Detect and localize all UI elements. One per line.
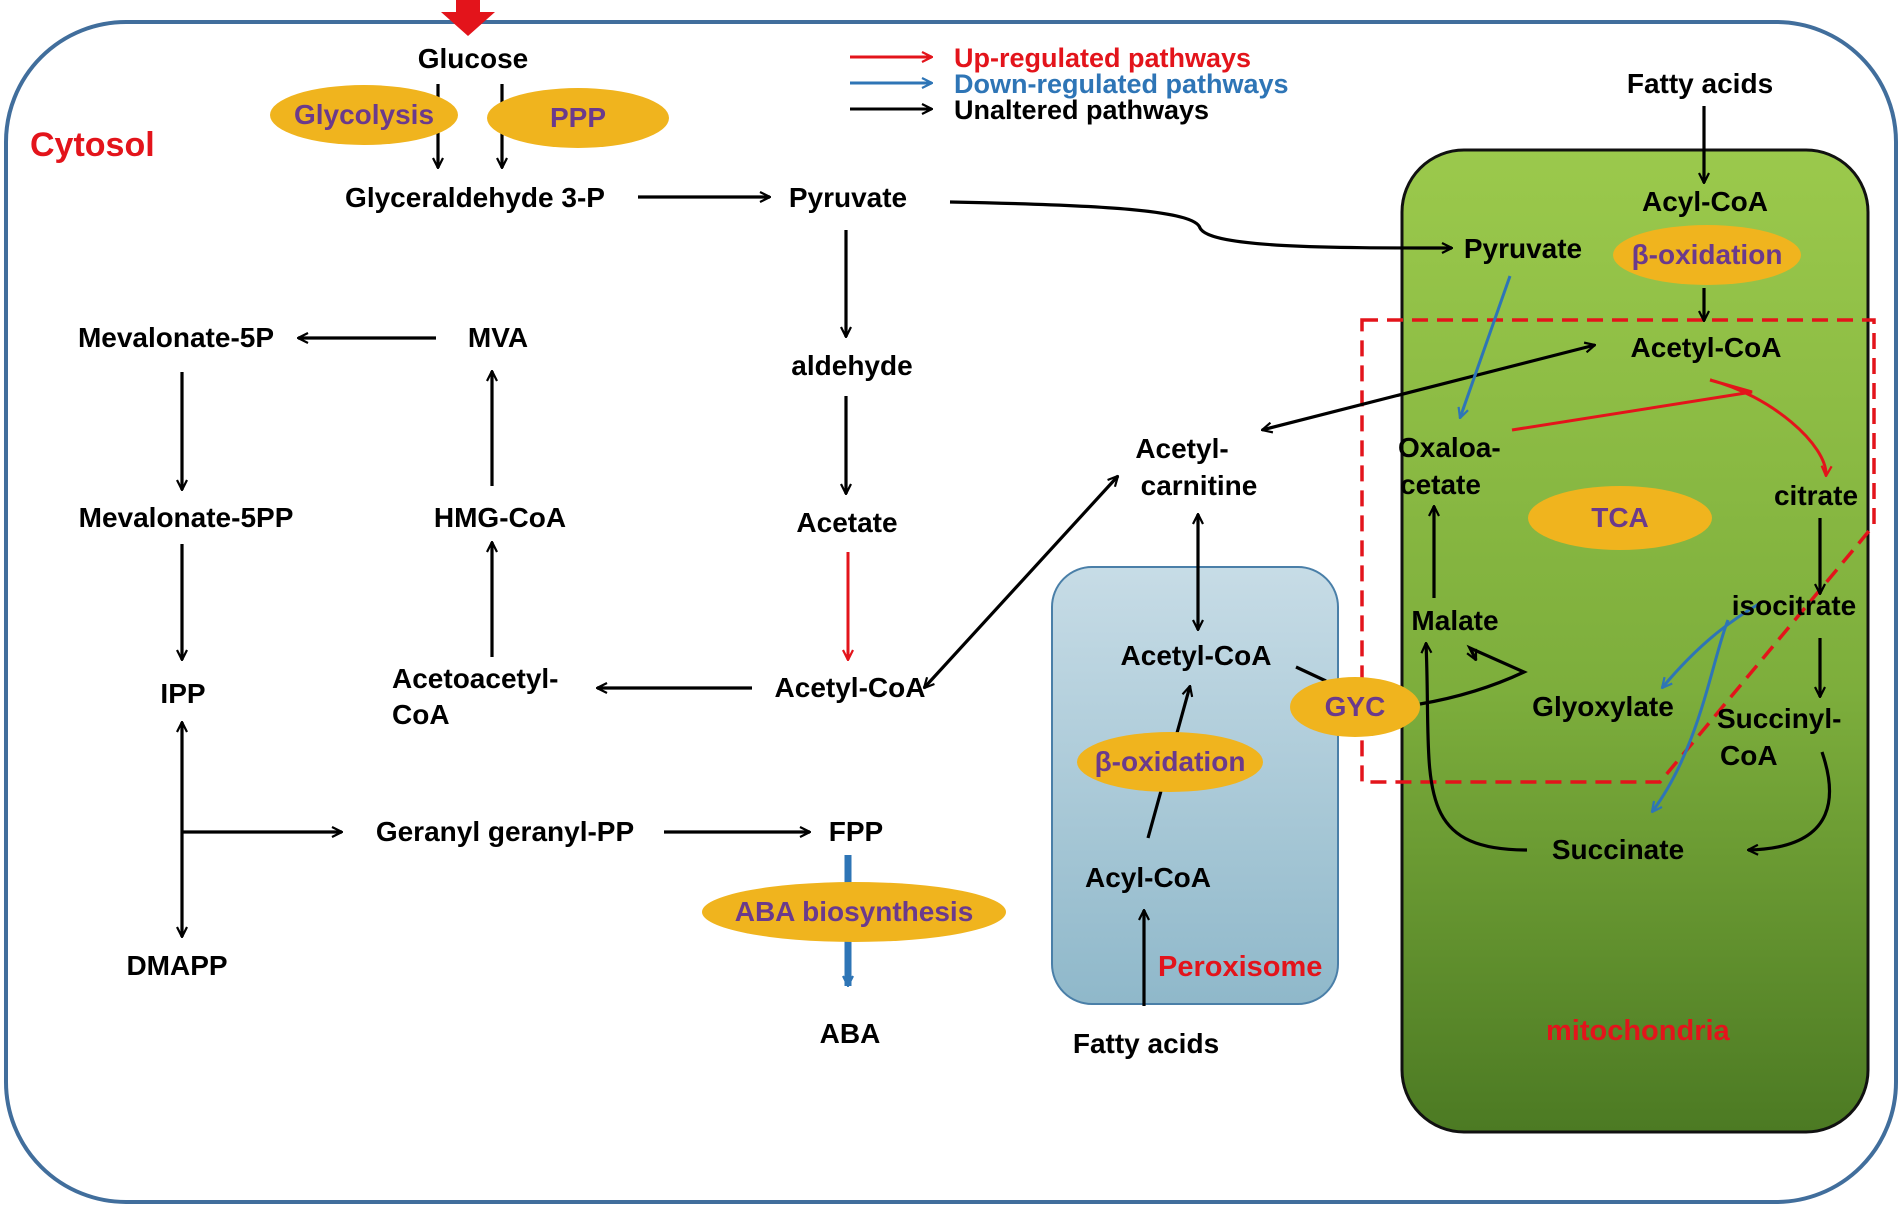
- acetylcarnitine-label-1: Acetyl-: [1135, 433, 1228, 464]
- mito-pyruvate-label: Pyruvate: [1464, 233, 1582, 264]
- isocitrate-label: isocitrate: [1732, 590, 1857, 621]
- beta-oxidation-mito-label: β-oxidation: [1632, 239, 1783, 270]
- gyc-label: GYC: [1325, 691, 1386, 722]
- acetate-label: Acetate: [796, 507, 897, 538]
- mitochondria-boundary: [1400, 148, 1870, 1134]
- acetylcarnitine-label-2: carnitine: [1141, 470, 1258, 501]
- citrate-label: citrate: [1774, 480, 1858, 511]
- glucose-label: Glucose: [418, 43, 528, 74]
- perox-acetyl-coa-label: Acetyl-CoA: [1121, 640, 1272, 671]
- ipp-label: IPP: [160, 678, 205, 709]
- aba-biosynthesis-label: ABA biosynthesis: [735, 896, 974, 927]
- ppp-ellipse: [487, 88, 669, 148]
- mevalonate-5pp-label: Mevalonate-5PP: [79, 502, 294, 533]
- mito-acetyl-coa-label: Acetyl-CoA: [1631, 332, 1782, 363]
- peroxisome-label: Peroxisome: [1158, 951, 1322, 983]
- gyc-ellipse: [1290, 677, 1420, 737]
- aba-label: ABA: [820, 1018, 881, 1049]
- legend-up-label: Up-regulated pathways: [954, 43, 1251, 73]
- aldehyde-label: aldehyde: [791, 350, 912, 381]
- glycolysis-ellipse: [270, 85, 458, 145]
- mitochondria-label: mitochondria: [1546, 1015, 1731, 1047]
- pyruvate-label: Pyruvate: [789, 182, 907, 213]
- tca-label: TCA: [1591, 502, 1649, 533]
- pathway-ellipses: [270, 85, 1801, 942]
- oxaloacetate-label-2: cetate: [1400, 469, 1481, 500]
- succinyl-coa-label-1: Succinyl-: [1717, 703, 1841, 734]
- mva-label: MVA: [468, 322, 528, 353]
- beta-oxidation-perox-ellipse: [1077, 732, 1263, 792]
- ppp-label: PPP: [550, 102, 606, 133]
- succinyl-coa-label-2: CoA: [1720, 740, 1778, 771]
- beta-oxidation-mito-ellipse: [1613, 225, 1801, 285]
- cytosol-label: Cytosol: [30, 126, 155, 164]
- legend-unaltered-label: Unaltered pathways: [954, 95, 1209, 125]
- perox-fatty-acids-label: Fatty acids: [1073, 1028, 1219, 1059]
- legend-down-label: Down-regulated pathways: [954, 69, 1289, 99]
- aba-biosynthesis-ellipse: [702, 882, 1006, 942]
- acetoacetyl-coa-label-2: CoA: [392, 699, 450, 730]
- acetoacetyl-coa-label-1: Acetoacetyl-: [392, 663, 559, 694]
- glucose-input-arrow: [441, 0, 495, 36]
- malate-label: Malate: [1411, 605, 1498, 636]
- dmapp-label: DMAPP: [126, 950, 227, 981]
- unaltered-arrows: [182, 84, 1832, 1006]
- acetyl-coa-label: Acetyl-CoA: [775, 672, 926, 703]
- mito-fatty-acids-label: Fatty acids: [1627, 68, 1773, 99]
- metabolite-labels: Glucose Glyceraldehyde 3-P Pyruvate alde…: [78, 43, 1858, 1059]
- tca-ellipse: [1528, 486, 1712, 550]
- oxaloacetate-label-1: Oxaloa-: [1398, 432, 1501, 463]
- succinate-label: Succinate: [1552, 834, 1684, 865]
- fpp-label: FPP: [829, 816, 883, 847]
- mevalonate-5p-label: Mevalonate-5P: [78, 322, 274, 353]
- beta-oxidation-perox-label: β-oxidation: [1095, 746, 1246, 777]
- g3p-label: Glyceraldehyde 3-P: [345, 182, 605, 213]
- glyoxylate-label: Glyoxylate: [1532, 691, 1674, 722]
- upregulated-arrows: [848, 378, 1826, 660]
- perox-acyl-coa-label: Acyl-CoA: [1085, 862, 1211, 893]
- mito-acyl-coa-label: Acyl-CoA: [1642, 186, 1768, 217]
- ggpp-label: Geranyl geranyl-PP: [376, 816, 634, 847]
- glycolysis-label: Glycolysis: [294, 99, 434, 130]
- hmg-coa-label: HMG-CoA: [434, 502, 566, 533]
